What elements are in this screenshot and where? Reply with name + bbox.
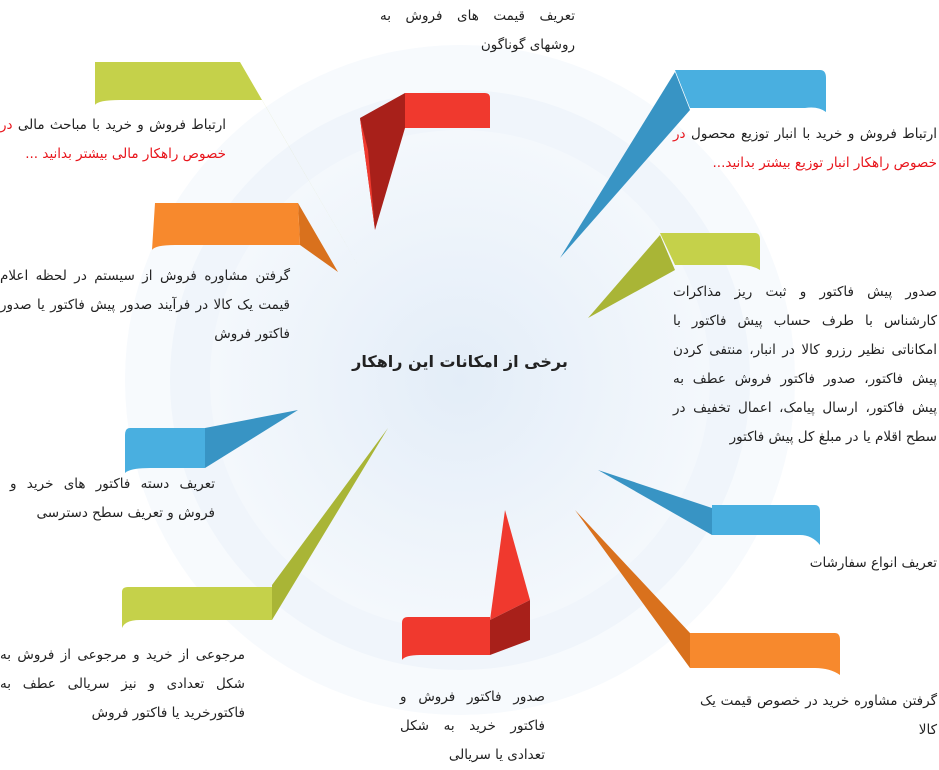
ribbon-purchase-advice (575, 510, 840, 675)
item-orders: تعریف انواع سفارشات (809, 555, 937, 571)
diagram-title: برخی از امکانات این راهکار (352, 352, 568, 371)
item-purchase-advice: گرفتن مشاوره خرید در خصوص قیمت یک کالا (700, 693, 937, 738)
warehouse-learn-more-link[interactable]: در خصوص راهکار انبار توزیع بیشتر بدانید.… (673, 126, 937, 171)
ribbon-returns (122, 428, 388, 628)
item-warehouse-text: ارتباط فروش و خرید با انبار توزیع محصول (691, 126, 937, 142)
ribbon-invoices (402, 510, 530, 660)
item-returns: مرجوعی از خرید و مرجوعی از فروش به شکل ت… (0, 647, 245, 721)
item-finance-text: ارتباط فروش و خرید با مباحث مالی (17, 117, 227, 133)
item-invoice-groups: تعریف دسته فاکتور های خرید و فروش و تعری… (10, 476, 215, 521)
item-sales-advice: گرفتن مشاوره فروش از سیستم در لحظه اعلام… (0, 268, 290, 342)
ribbon-invoice-groups (125, 410, 298, 473)
ribbon-pricing (360, 93, 490, 230)
ribbon-sales-advice (152, 203, 338, 272)
ribbon-proforma (588, 233, 760, 318)
ribbon-warehouse (560, 70, 826, 258)
ribbon-finance (95, 62, 362, 272)
item-proforma: صدور پیش فاکتور و ثبت ریز مذاکرات کارشنا… (673, 284, 937, 445)
finance-learn-more-link[interactable]: در خصوص راهکار مالی بیشتر بدانید ... (0, 117, 226, 162)
item-finance: ارتباط فروش و خرید با مباحث مالی در خصوص… (0, 111, 226, 169)
item-invoices: صدور فاکتور فروش و فاکتور خرید به شکل تع… (400, 689, 545, 763)
item-warehouse: ارتباط فروش و خرید با انبار توزیع محصول … (673, 120, 937, 178)
ribbon-orders (598, 470, 820, 545)
item-pricing: تعریف قیمت های فروش به روشهای گوناگون (380, 8, 575, 53)
